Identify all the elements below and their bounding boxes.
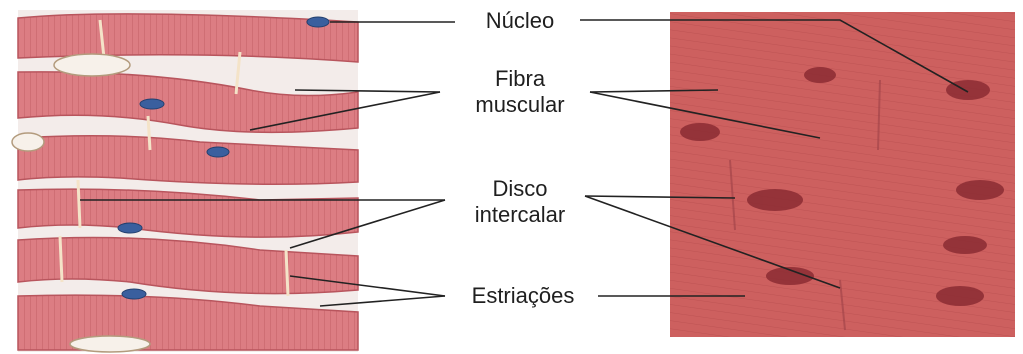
label-nucleo-text: Núcleo [470, 8, 570, 34]
label-nucleo: Núcleo [470, 8, 570, 34]
micrograph-panel [670, 12, 1015, 337]
label-fibra-line1: Fibra [455, 66, 585, 92]
label-disco-line2: intercalar [455, 202, 585, 228]
label-estriacoes: Estriações [450, 283, 596, 309]
label-fibra-line2: muscular [455, 92, 585, 118]
label-fibra-muscular: Fibra muscular [455, 66, 585, 118]
label-disco-line1: Disco [455, 176, 585, 202]
illustration-panel [12, 10, 358, 352]
label-disco-intercalar: Disco intercalar [455, 176, 585, 228]
label-estriacoes-text: Estriações [450, 283, 596, 309]
